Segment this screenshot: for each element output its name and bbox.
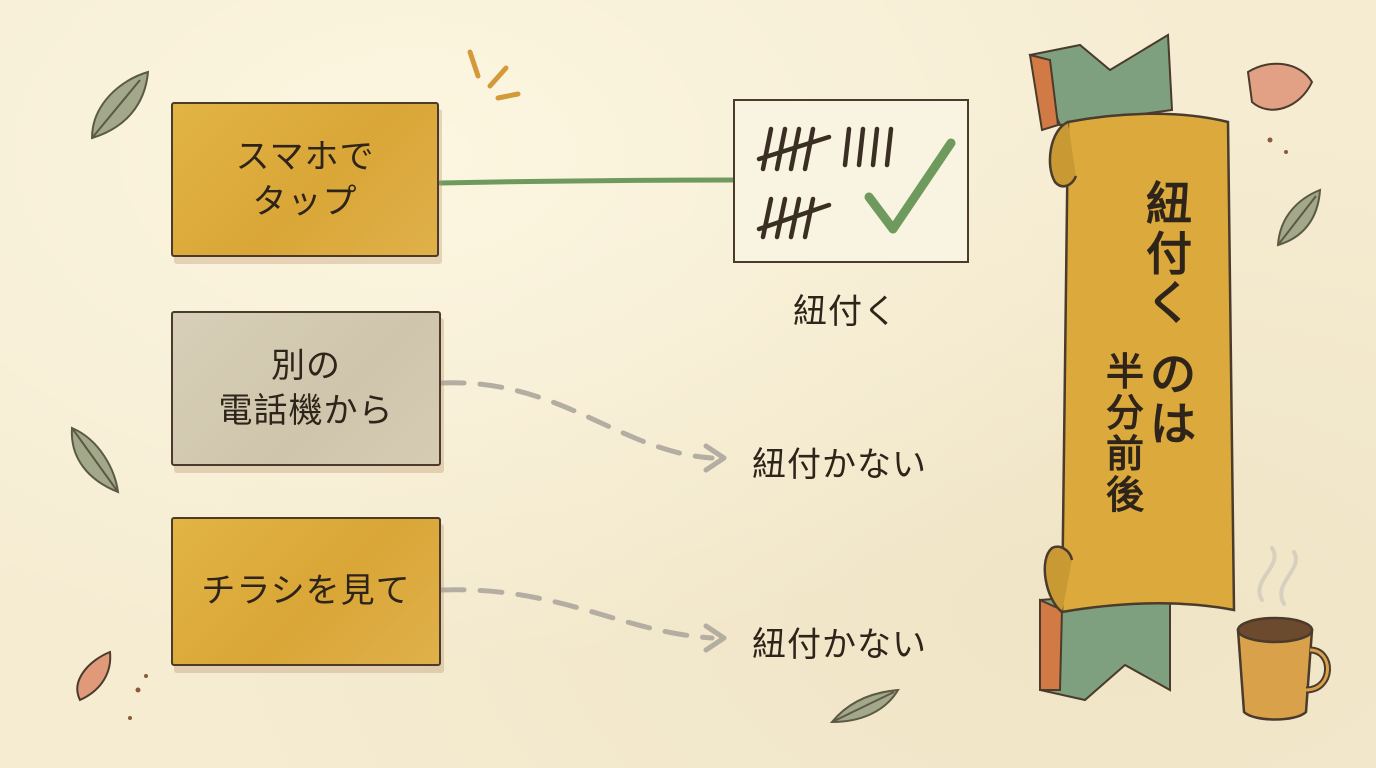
input-box-flyer: チラシを見て (171, 517, 441, 666)
banner-char: く (1146, 276, 1192, 331)
banner-char: 後 (1106, 473, 1145, 518)
leaf-icon (90, 70, 150, 140)
banner-char: 前 (1106, 432, 1145, 477)
leaf-icon (70, 426, 120, 494)
input-box-other-phone-line-1: 別の (271, 345, 341, 386)
input-box-tap: スマホで タップ (171, 102, 439, 257)
banner-column-a: の は (1150, 347, 1196, 451)
pencil-shaving-icon (1246, 62, 1314, 154)
banner-char: 付 (1146, 226, 1192, 281)
banner-char: の (1150, 347, 1196, 401)
input-box-other-phone-line-2: 電話機から (218, 390, 394, 431)
coffee-mug-icon (1236, 546, 1331, 721)
dashed-arrowhead-2 (703, 623, 727, 653)
input-box-tap-line-2: タップ (252, 181, 358, 222)
input-box-other-phone: 別の 電話機から (171, 311, 441, 466)
tally-marks-icon (756, 126, 956, 240)
leaf-icon (829, 688, 900, 724)
checkmark-icon (864, 138, 956, 234)
banner-column-b: 半 分 前 後 (1106, 350, 1145, 518)
solid-connector (437, 177, 736, 186)
banner-column-main: 紐 付 く (1146, 177, 1192, 331)
banner-char: 半 (1106, 350, 1145, 394)
banner-char: 紐 (1146, 177, 1192, 231)
banner-char: 分 (1106, 391, 1145, 436)
dashed-arrowhead-1 (703, 443, 727, 473)
dashed-connector-2 (439, 587, 715, 641)
banner-char: は (1150, 396, 1196, 451)
ribbon-banner (1028, 33, 1236, 702)
sparkle-icon (467, 49, 521, 101)
tally-box (733, 99, 969, 263)
leaf-icon (1276, 188, 1322, 247)
pencil-shaving-icon (76, 650, 148, 720)
outcome-not-linked-2: 紐付かない (752, 625, 927, 665)
outcome-not-linked-1: 紐付かない (752, 445, 927, 485)
input-box-tap-line-1: スマホで (235, 136, 375, 177)
input-box-flyer-line-1: チラシを見て (201, 571, 411, 612)
dashed-connector-1 (439, 380, 715, 461)
outcome-linked: 紐付く (793, 292, 898, 332)
